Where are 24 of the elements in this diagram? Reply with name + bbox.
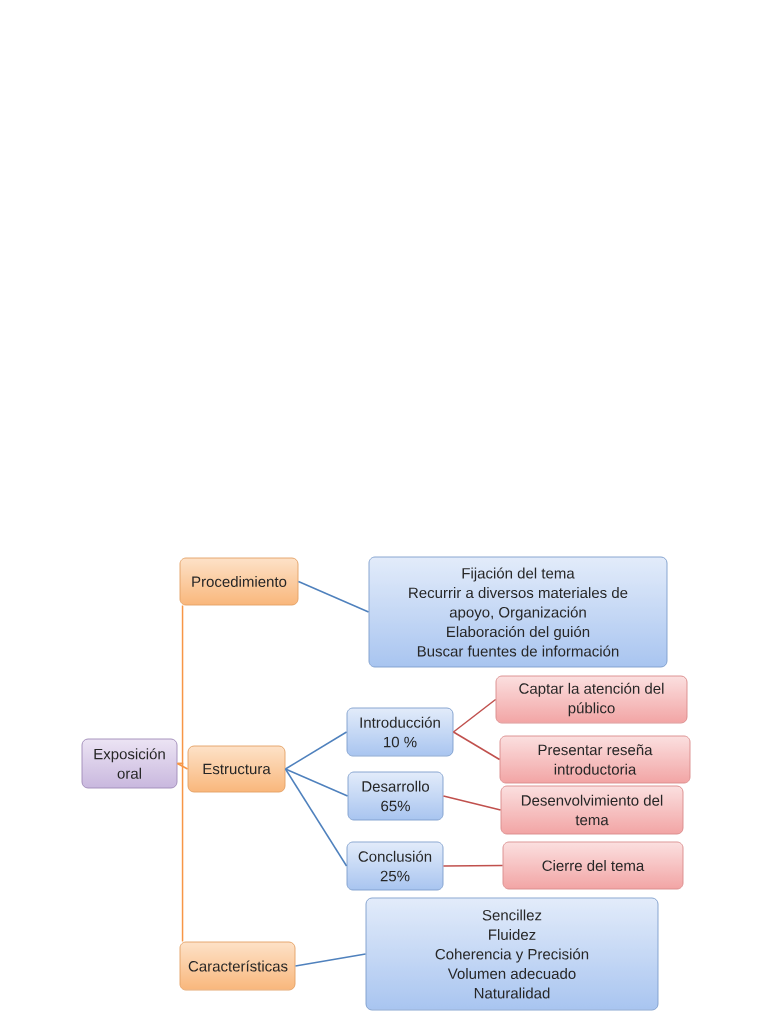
topic-box: Exposición oral <box>81 738 178 789</box>
detail-box: Captar la atención del público <box>495 675 688 724</box>
connector-line <box>284 731 348 770</box>
category-box: Características <box>179 941 296 991</box>
connector-line <box>176 762 184 943</box>
connector-line <box>452 731 501 761</box>
detail-box: Cierre del tema <box>502 841 684 890</box>
section-box: Desarrollo 65% <box>347 771 444 821</box>
section-box: Conclusión 25% <box>346 841 444 891</box>
list-box: Fijación del tema Recurrir a diversos materiales de apoyo, Organización Elaboración del guión Buscar fuentes de información <box>368 556 668 668</box>
detail-box: Presentar reseña introductoria <box>499 735 691 784</box>
category-box: Estructura <box>187 745 286 793</box>
connector-line <box>294 953 367 967</box>
section-box: Introducción 10 % <box>346 707 454 757</box>
connector-line <box>442 864 504 867</box>
list-box: Sencillez Fluidez Coherencia y Precisión Volumen adecuado Naturalidad <box>365 897 659 1011</box>
detail-box: Desenvolvimiento del tema <box>500 785 684 835</box>
connector-line <box>442 795 502 811</box>
connector-line <box>176 762 189 770</box>
connector-line <box>297 580 370 613</box>
category-box: Procedimiento <box>179 557 299 606</box>
connector-line <box>284 768 348 867</box>
connector-line <box>284 768 349 797</box>
connector-line <box>452 698 497 733</box>
